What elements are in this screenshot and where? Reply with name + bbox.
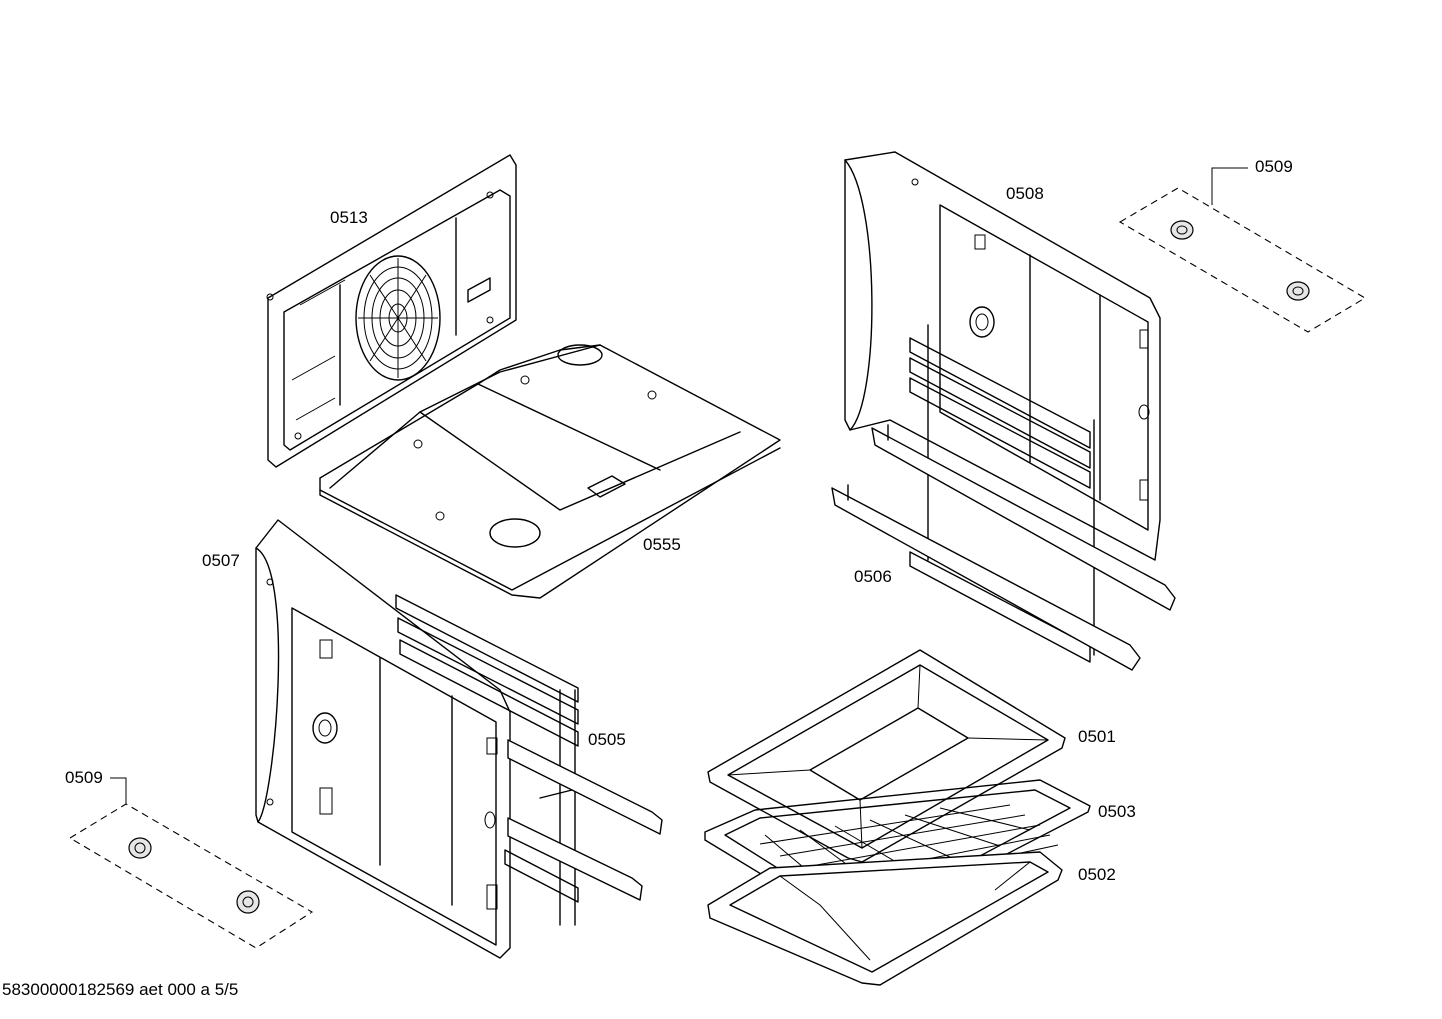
label-0555: 0555 (643, 535, 681, 554)
label-0508: 0508 (1006, 184, 1044, 203)
right-fasteners-drawing (1118, 167, 1367, 333)
label-0503: 0503 (1098, 802, 1136, 821)
label-0507: 0507 (202, 551, 240, 570)
drawing-number-footer: 58300000182569 aet 000 a 5/5 (2, 980, 239, 999)
label-0506: 0506 (854, 567, 892, 586)
label-0509-left: 0509 (65, 768, 103, 787)
label-0505: 0505 (588, 730, 626, 749)
left-fasteners-drawing (68, 777, 314, 949)
right-rack-rails-drawing (831, 324, 1176, 671)
label-0513: 0513 (330, 208, 368, 227)
left-side-panel-drawing (255, 519, 511, 959)
label-0502: 0502 (1078, 865, 1116, 884)
back-panel-drawing (266, 154, 517, 468)
left-rack-rails-drawing (395, 594, 663, 926)
top-panel-drawing (319, 344, 781, 599)
label-0501: 0501 (1078, 727, 1116, 746)
right-side-panel-drawing (844, 151, 1161, 561)
deep-tray-drawing (707, 649, 1066, 863)
label-0509-right: 0509 (1255, 157, 1293, 176)
baking-tray-drawing (707, 851, 1063, 986)
